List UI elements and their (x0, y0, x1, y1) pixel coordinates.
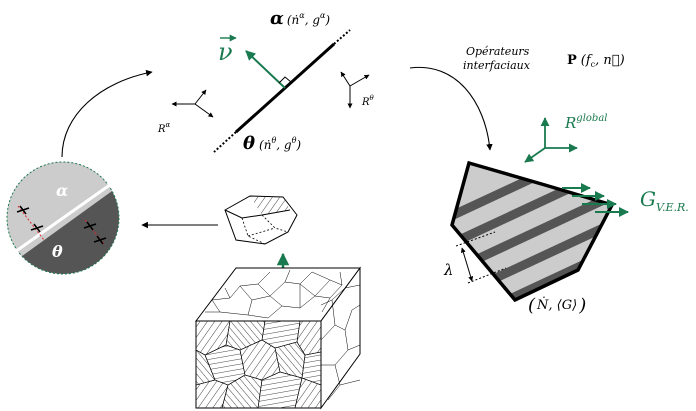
g-ver-arrows (562, 183, 629, 217)
alpha-label: α(ṅα, gα) (270, 8, 330, 29)
operators-text: Opérateurs interfaciaux P(fc, n⃗) (463, 45, 625, 72)
g-ver-label: GV.E.R. (640, 187, 689, 214)
dislocation-icon (16, 205, 107, 245)
r-theta-frame: Rθ (340, 71, 375, 109)
circle-theta-label: θ (52, 242, 63, 261)
n-g-label: (Ṅ, ⟨G⟩) (528, 295, 586, 316)
r-global-label: Rglobal (564, 113, 607, 132)
polycrystal-cube (194, 266, 361, 410)
nu-label: ν (218, 38, 233, 66)
interface-line-dotted-top (333, 29, 351, 45)
normal-vector-arrow (245, 50, 286, 89)
interface-line-dotted-bottom (213, 131, 237, 153)
grain-boundary (11, 180, 115, 256)
operators-line1: Opérateurs (466, 45, 530, 58)
interface-group: ν α(ṅα, gα) θ(ṅθ, gθ) Rα Rθ (157, 8, 375, 154)
operators-formula: P(fc, n⃗) (567, 53, 625, 69)
lambda-label: λ (443, 261, 454, 279)
right-angle-mark (278, 76, 292, 84)
r-theta-label: Rθ (361, 94, 375, 108)
r-global-frame: Rglobal (524, 113, 607, 163)
bicrystal-circle: α θ (6, 161, 120, 275)
circle-alpha-label: α (56, 181, 68, 200)
lambda-annotation: λ (443, 231, 507, 284)
theta-label: θ(ṅθ, gθ) (243, 133, 301, 154)
arrow-circle-to-interface (61, 69, 153, 158)
arrow-interface-to-ver (409, 66, 493, 151)
single-grain (224, 195, 298, 245)
operators-line2: interfaciaux (463, 59, 531, 72)
r-alpha-frame: Rα (157, 89, 214, 135)
r-alpha-label: Rα (157, 121, 171, 135)
